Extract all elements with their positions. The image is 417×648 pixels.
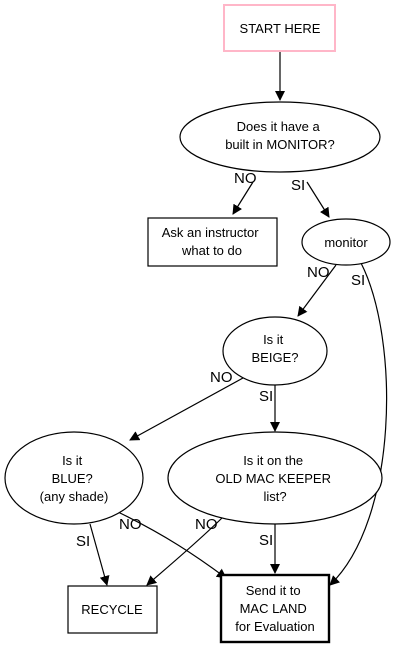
node-recycle: RECYCLE bbox=[67, 585, 158, 634]
node-start: START HERE bbox=[223, 4, 336, 52]
edges bbox=[89, 52, 388, 586]
edge-label-monitor-question-no: NO bbox=[234, 170, 257, 187]
blue-question-ellipse bbox=[4, 431, 144, 525]
edge-label-beige-no: NO bbox=[210, 369, 233, 386]
edge-blue-si bbox=[89, 523, 110, 586]
node-keeper-question: Is it on the OLD MAC KEEPER list? bbox=[167, 431, 383, 525]
beige-question-ellipse bbox=[222, 316, 328, 386]
ask-instructor-label: Ask an instructor what to do bbox=[162, 225, 262, 258]
edge-label-keeper-no: NO bbox=[195, 516, 218, 533]
edge-label-monitor-no: NO bbox=[307, 264, 330, 281]
edge-label-blue-si: SI bbox=[76, 533, 90, 550]
node-ask-instructor: Ask an instructor what to do bbox=[147, 217, 278, 267]
edge-label-keeper-si: SI bbox=[259, 532, 273, 549]
mac-land-box bbox=[219, 573, 331, 644]
blue-question-label: Is it BLUE? (any shade) bbox=[40, 453, 109, 504]
edge-monitor-question-no bbox=[232, 181, 254, 215]
node-monitor-question: Does it have a built in MONITOR? bbox=[179, 101, 381, 173]
monitor-question-ellipse bbox=[179, 101, 381, 173]
monitor-question-label: Does it have a built in MONITOR? bbox=[225, 119, 335, 152]
edge-label-monitor-si: SI bbox=[351, 272, 365, 289]
node-monitor: monitor bbox=[301, 218, 391, 266]
start-label: START HERE bbox=[240, 21, 321, 36]
edge-labels: NO SI NO SI NO SI SI NO NO SI bbox=[76, 170, 365, 550]
edge-blue-no bbox=[117, 511, 227, 579]
mac-land-label: Send it to MAC LAND for Evaluation bbox=[235, 583, 315, 634]
recycle-box bbox=[67, 585, 158, 634]
edge-keeper-no bbox=[146, 514, 226, 586]
edge-monitor-si bbox=[329, 262, 388, 586]
edge-beige-no bbox=[129, 377, 244, 441]
keeper-question-ellipse bbox=[167, 431, 383, 525]
node-mac-land: Send it to MAC LAND for Evaluation bbox=[219, 573, 331, 644]
monitor-label: monitor bbox=[324, 235, 368, 250]
beige-question-label: Is it BEIGE? bbox=[252, 332, 299, 365]
edge-label-blue-no: NO bbox=[119, 516, 142, 533]
node-beige-question: Is it BEIGE? bbox=[222, 316, 328, 386]
recycle-label: RECYCLE bbox=[81, 602, 143, 617]
ask-instructor-box bbox=[147, 217, 278, 267]
monitor-ellipse bbox=[301, 218, 391, 266]
edge-monitor-question-si bbox=[306, 181, 330, 218]
start-box bbox=[223, 4, 336, 52]
edge-label-monitor-question-si: SI bbox=[291, 177, 305, 194]
node-blue-question: Is it BLUE? (any shade) bbox=[4, 431, 144, 525]
edge-label-beige-si: SI bbox=[259, 388, 273, 405]
edge-monitor-no bbox=[297, 264, 337, 317]
keeper-question-label: Is it on the OLD MAC KEEPER list? bbox=[215, 453, 334, 504]
